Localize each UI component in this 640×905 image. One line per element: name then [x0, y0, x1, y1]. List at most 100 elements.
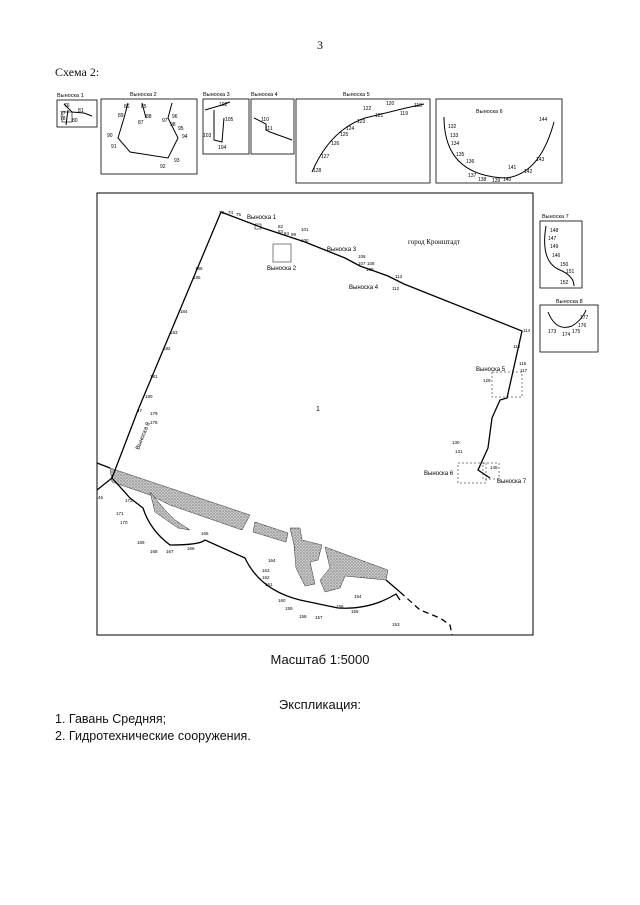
svg-text:83: 83	[278, 229, 284, 234]
svg-text:86: 86	[124, 104, 130, 110]
svg-text:170: 170	[120, 520, 128, 525]
svg-text:98: 98	[170, 122, 176, 128]
hydrotechnical-structures	[109, 467, 389, 593]
svg-text:115: 115	[513, 344, 521, 349]
svg-text:87: 87	[138, 120, 144, 126]
svg-text:148: 148	[550, 228, 559, 234]
svg-text:91: 91	[111, 144, 117, 150]
svg-text:175: 175	[572, 329, 581, 335]
svg-text:136: 136	[466, 159, 475, 165]
svg-text:81: 81	[78, 108, 84, 114]
explication-item-1: 1. Гавань Средняя;	[55, 712, 167, 726]
svg-text:162: 162	[262, 575, 270, 580]
svg-text:183: 183	[170, 330, 178, 335]
svg-text:100: 100	[301, 238, 309, 243]
svg-text:181: 181	[150, 374, 158, 379]
svg-text:152: 152	[560, 280, 569, 286]
svg-text:88: 88	[146, 114, 152, 120]
map-frame	[96, 192, 534, 636]
svg-text:130: 130	[452, 440, 460, 445]
svg-text:166: 166	[187, 546, 195, 551]
svg-text:101: 101	[301, 227, 309, 232]
svg-text:99: 99	[291, 232, 297, 237]
harbour-boundary	[96, 211, 523, 636]
svg-text:85: 85	[141, 104, 147, 110]
svg-text:94: 94	[182, 134, 188, 140]
svg-text:104: 104	[218, 145, 227, 151]
svg-text:155: 155	[351, 609, 359, 614]
svg-text:141: 141	[508, 165, 517, 171]
svg-text:182: 182	[163, 346, 171, 351]
svg-text:169: 169	[137, 540, 145, 545]
svg-text:167: 167	[166, 549, 174, 554]
svg-text:121: 121	[375, 113, 384, 119]
svg-text:108: 108	[367, 261, 375, 266]
svg-text:73: 73	[219, 210, 225, 215]
svg-text:156: 156	[336, 604, 344, 609]
svg-text:119: 119	[400, 111, 408, 117]
svg-text:144: 144	[539, 117, 548, 123]
svg-text:131: 131	[455, 449, 463, 454]
svg-text:110: 110	[261, 117, 269, 123]
svg-text:96: 96	[172, 114, 178, 120]
svg-text:138: 138	[478, 177, 487, 183]
city-label: город Кронштадт	[408, 238, 460, 246]
svg-text:118: 118	[414, 103, 422, 109]
inset-title: Выноска 4	[251, 92, 278, 98]
svg-text:97: 97	[162, 118, 168, 124]
map-callout: Выноска 5	[476, 367, 506, 373]
map-callout: Выноска 2	[267, 266, 297, 272]
inset-title: Выноска 7	[542, 214, 569, 220]
svg-text:185: 185	[193, 275, 201, 280]
svg-text:126: 126	[331, 141, 340, 147]
map-callout: Выноска 1	[247, 215, 277, 221]
svg-text:92: 92	[160, 164, 166, 170]
svg-text:102: 102	[219, 102, 228, 108]
explication-item-2: 2. Гидротехнические сооружения.	[55, 729, 251, 743]
svg-text:76: 76	[64, 103, 70, 109]
map-callout: Выноска 4	[349, 285, 379, 291]
svg-text:186: 186	[195, 266, 203, 271]
svg-text:179: 179	[150, 411, 158, 416]
svg-text:129: 129	[483, 378, 491, 383]
svg-text:82: 82	[278, 224, 284, 229]
svg-text:147: 147	[548, 236, 557, 242]
svg-text:174: 174	[562, 332, 571, 338]
svg-text:161: 161	[265, 582, 273, 587]
svg-text:157: 157	[315, 615, 323, 620]
svg-text:165: 165	[201, 531, 209, 536]
map-callout: Выноска 7	[497, 479, 527, 485]
svg-text:137: 137	[468, 173, 477, 179]
svg-text:150: 150	[560, 262, 569, 268]
map-callout-markers	[254, 223, 523, 484]
svg-text:113: 113	[395, 274, 403, 279]
svg-text:75: 75	[236, 212, 242, 217]
map-callout: Выноска 3	[327, 247, 357, 253]
svg-text:160: 160	[278, 598, 286, 603]
explication-title: Экспликация:	[278, 697, 362, 712]
svg-text:173: 173	[548, 329, 557, 335]
svg-text:132: 132	[448, 124, 457, 130]
svg-text:105: 105	[225, 117, 234, 123]
svg-text:143: 143	[536, 157, 545, 163]
svg-text:84: 84	[284, 231, 290, 236]
svg-text:47: 47	[137, 408, 143, 413]
svg-text:154: 154	[354, 594, 362, 599]
svg-text:95: 95	[178, 126, 184, 132]
svg-text:107: 107	[358, 261, 366, 266]
svg-text:122: 122	[363, 106, 372, 112]
svg-text:124: 124	[346, 126, 355, 132]
svg-text:74: 74	[228, 210, 234, 215]
svg-text:106: 106	[358, 254, 366, 259]
svg-text:168: 168	[150, 549, 158, 554]
svg-text:128: 128	[313, 168, 322, 174]
svg-text:158: 158	[299, 614, 307, 619]
svg-text:103: 103	[203, 133, 212, 139]
